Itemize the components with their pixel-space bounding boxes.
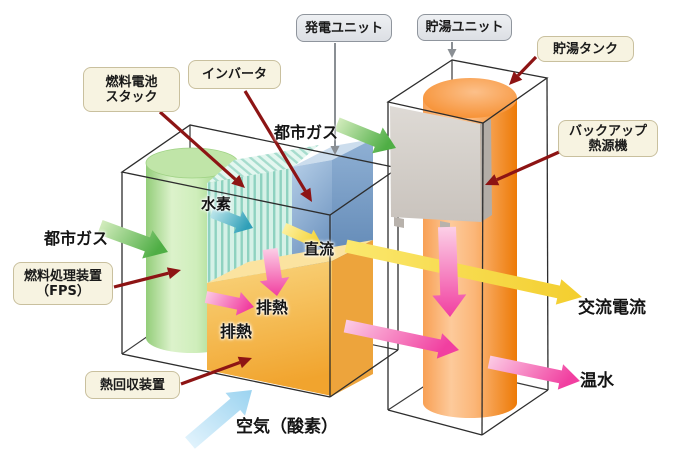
label-inverter-text: インバータ	[201, 67, 267, 82]
backup-heater-pointer-head	[485, 174, 500, 186]
label-fuel-processor-line2: （FPS）	[36, 283, 90, 299]
label-inverter: インバータ	[188, 60, 281, 89]
annotation-arrows-layer	[113, 55, 567, 386]
text-dc-current: 直流	[304, 240, 335, 258]
city-gas-arrow-left	[97, 220, 168, 259]
text-hydrogen: 水素	[201, 195, 232, 213]
text-air-oxygen: 空気（酸素）	[236, 417, 338, 437]
tank-down-arrow	[432, 226, 467, 317]
storage-unit-pointer-head	[447, 49, 457, 58]
fuel-cell-stack-pointer	[158, 110, 237, 181]
storage-tank-pointer	[516, 55, 538, 77]
label-power-unit: 発電ユニット	[296, 14, 392, 42]
label-fuel-processor-line1: 燃料処理装置	[23, 268, 102, 284]
backup-heater-pointer	[496, 147, 567, 182]
text-city-gas-left: 都市ガス	[44, 229, 109, 248]
text-city-gas-top: 都市ガス	[274, 123, 339, 142]
label-storage-unit-text: 貯湯ユニット	[425, 20, 504, 35]
label-power-unit-text: 発電ユニット	[304, 20, 383, 36]
fuel-cell-stack-pointer-head	[231, 174, 245, 188]
dc-arrow	[281, 223, 322, 249]
power-unit-pointer-head	[330, 146, 340, 155]
fuel-processor-pointer	[113, 271, 169, 289]
city-gas-arrow-top	[334, 117, 396, 154]
label-heat-recovery: 熱回収装置	[85, 371, 180, 399]
inverter-pointer-head	[300, 187, 312, 202]
pointer-arrows-layer	[330, 42, 457, 155]
power-unit-frame	[120, 124, 400, 398]
label-storage-unit: 貯湯ユニット	[417, 14, 512, 41]
label-fuel-cell-stack-line1: 燃料電池	[105, 74, 158, 90]
heat-to-tank-arrow	[343, 319, 459, 359]
backup-heater-block	[390, 106, 492, 232]
label-backup-heater-line2: 熱源機	[588, 138, 628, 154]
label-backup-heater-line1: バックアップ	[568, 123, 647, 139]
fuel-processor-pointer-head	[166, 267, 181, 279]
text-ac-current: 交流電流	[578, 298, 646, 318]
exhaust-right-arrow	[204, 291, 254, 316]
label-fuel-cell-stack-line2: スタック	[105, 89, 158, 105]
label-fuel-processor: 燃料処理装置 （FPS）	[13, 262, 113, 305]
text-exhaust-heat-upper: 排熱	[256, 298, 289, 317]
exhaust-down-arrow	[259, 247, 290, 296]
text-hot-water: 温水	[580, 371, 614, 391]
label-storage-tank-text: 貯湯タンク	[552, 41, 618, 57]
heat-recovery-block	[207, 240, 373, 396]
inverter-pointer	[243, 90, 307, 192]
hot-water-arrow	[487, 355, 580, 390]
label-storage-tank: 貯湯タンク	[537, 36, 634, 62]
flow-arrows-layer	[97, 117, 582, 449]
text-exhaust-heat-lower: 排熱	[220, 322, 253, 341]
heat-recovery-pointer	[180, 360, 241, 386]
hydrogen-arrow	[209, 206, 253, 234]
label-heat-recovery-text: 熱回収装置	[99, 377, 165, 393]
heat-recovery-pointer-head	[237, 356, 252, 369]
label-fuel-cell-stack: 燃料電池 スタック	[83, 67, 180, 112]
air-arrow	[185, 390, 252, 449]
storage-tank-pointer-head	[509, 71, 523, 85]
ac-beam-arrow	[344, 239, 582, 305]
label-backup-heater: バックアップ 熱源機	[558, 120, 658, 157]
